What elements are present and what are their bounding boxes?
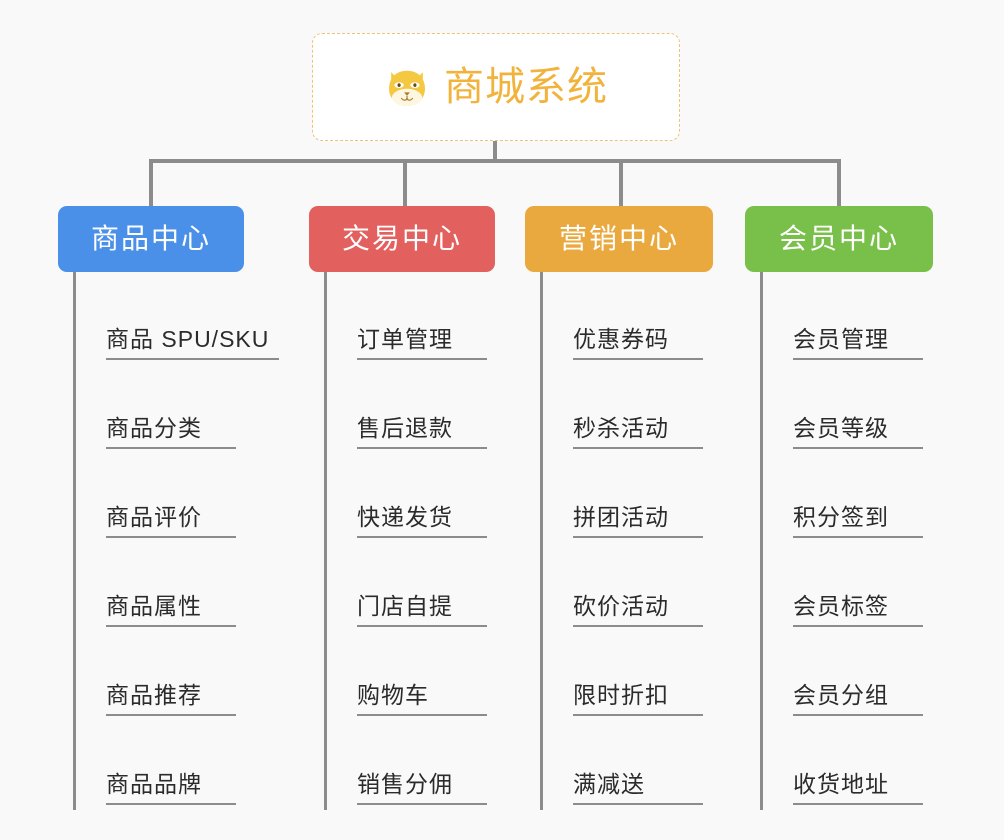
leaf-label: 商品推荐	[106, 681, 202, 708]
leaf-label: 快递发货	[357, 503, 453, 530]
branch-column-marketing: 营销中心 优惠券码 秒杀活动 拼团活动 砍价活动 限时折扣 满减送	[525, 206, 713, 810]
leaf-label: 收货地址	[793, 770, 889, 797]
leaf-label: 商品评价	[106, 503, 202, 530]
branch-header-marketing[interactable]: 营销中心	[525, 206, 713, 272]
list-item[interactable]: 快递发货	[327, 454, 495, 543]
list-item[interactable]: 售后退款	[327, 365, 495, 454]
list-item[interactable]: 购物车	[327, 632, 495, 721]
branch-column-trade: 交易中心 订单管理 售后退款 快递发货 门店自提 购物车 销售分佣	[309, 206, 495, 810]
leaf-label: 门店自提	[357, 592, 453, 619]
list-item[interactable]: 销售分佣	[327, 721, 495, 810]
branch-header-product[interactable]: 商品中心	[58, 206, 244, 272]
list-item[interactable]: 商品品牌	[76, 721, 279, 810]
connector-horizontal-bar	[149, 159, 841, 163]
shiba-dog-icon	[389, 70, 425, 106]
list-item[interactable]: 砍价活动	[543, 543, 713, 632]
leaf-label: 订单管理	[357, 325, 453, 352]
leaf-label: 商品品牌	[106, 770, 202, 797]
list-item[interactable]: 限时折扣	[543, 632, 713, 721]
connector-drop-2	[403, 159, 407, 208]
leaf-label: 秒杀活动	[573, 414, 669, 441]
leaf-list-marketing: 优惠券码 秒杀活动 拼团活动 砍价活动 限时折扣 满减送	[540, 272, 713, 810]
leaf-label: 销售分佣	[357, 770, 453, 797]
leaf-label: 售后退款	[357, 414, 453, 441]
leaf-list-member: 会员管理 会员等级 积分签到 会员标签 会员分组 收货地址	[760, 272, 933, 810]
list-item[interactable]: 满减送	[543, 721, 713, 810]
leaf-label: 购物车	[357, 681, 429, 708]
leaf-label: 商品属性	[106, 592, 202, 619]
list-item[interactable]: 会员分组	[763, 632, 933, 721]
leaf-label: 拼团活动	[573, 503, 669, 530]
list-item[interactable]: 订单管理	[327, 272, 495, 365]
list-item[interactable]: 商品属性	[76, 543, 279, 632]
branch-header-trade[interactable]: 交易中心	[309, 206, 495, 272]
list-item[interactable]: 优惠券码	[543, 272, 713, 365]
branch-column-product: 商品中心 商品 SPU/SKU 商品分类 商品评价 商品属性 商品推荐 商品品牌	[58, 206, 280, 810]
connector-drop-4	[837, 159, 841, 208]
leaf-label: 会员分组	[793, 681, 889, 708]
list-item[interactable]: 收货地址	[763, 721, 933, 810]
branch-column-member: 会员中心 会员管理 会员等级 积分签到 会员标签 会员分组 收货地址	[745, 206, 933, 810]
list-item[interactable]: 商品评价	[76, 454, 279, 543]
branch-label: 营销中心	[558, 223, 679, 254]
list-item[interactable]: 商品分类	[76, 365, 279, 454]
connector-root-stem	[493, 141, 497, 163]
leaf-label: 商品 SPU/SKU	[106, 325, 270, 352]
leaf-label: 砍价活动	[573, 592, 669, 619]
leaf-list-trade: 订单管理 售后退款 快递发货 门店自提 购物车 销售分佣	[324, 272, 495, 810]
list-item[interactable]: 会员等级	[763, 365, 933, 454]
leaf-label: 会员等级	[793, 414, 889, 441]
list-item[interactable]: 积分签到	[763, 454, 933, 543]
list-item[interactable]: 商品 SPU/SKU	[76, 272, 280, 365]
leaf-label: 积分签到	[793, 503, 889, 530]
branch-label: 交易中心	[341, 223, 462, 254]
list-item[interactable]: 会员管理	[763, 272, 933, 365]
list-item[interactable]: 秒杀活动	[543, 365, 713, 454]
branch-label: 会员中心	[778, 223, 899, 254]
leaf-label: 满减送	[573, 770, 645, 797]
branch-header-member[interactable]: 会员中心	[745, 206, 933, 272]
leaf-label: 优惠券码	[573, 325, 669, 352]
root-title: 商城系统	[444, 65, 608, 109]
list-item[interactable]: 商品推荐	[76, 632, 279, 721]
connector-drop-1	[149, 159, 153, 208]
leaf-label: 商品分类	[106, 414, 202, 441]
leaf-list-product: 商品 SPU/SKU 商品分类 商品评价 商品属性 商品推荐 商品品牌	[73, 272, 280, 810]
leaf-label: 限时折扣	[573, 681, 669, 708]
connector-drop-3	[619, 159, 623, 208]
leaf-label: 会员标签	[793, 592, 889, 619]
list-item[interactable]: 门店自提	[327, 543, 495, 632]
root-node[interactable]: 商城系统	[312, 33, 680, 141]
list-item[interactable]: 拼团活动	[543, 454, 713, 543]
branch-label: 商品中心	[90, 223, 211, 254]
list-item[interactable]: 会员标签	[763, 543, 933, 632]
leaf-label: 会员管理	[793, 325, 889, 352]
